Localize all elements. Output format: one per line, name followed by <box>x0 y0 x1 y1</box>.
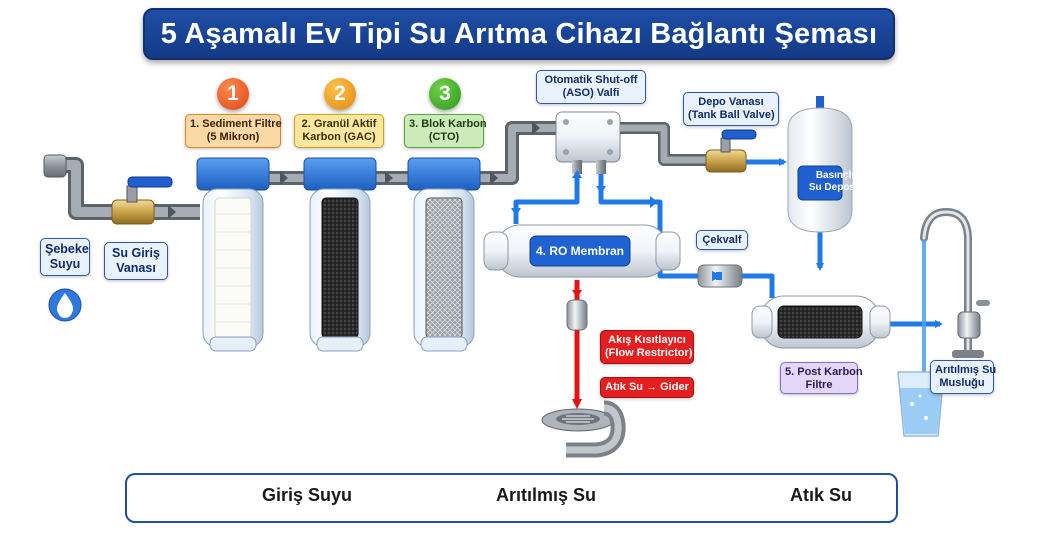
stage-2-badge: 2 <box>324 78 356 110</box>
tank-feed-pipe <box>620 122 718 166</box>
water-drop-icon <box>48 288 82 322</box>
stage-3-badge: 3 <box>429 78 461 110</box>
label-aso-valve: Otomatik Shut-off(ASO) Valfi <box>536 70 646 104</box>
label-akis-kisitlayici: Akış Kısıtlayıcı(Flow Restrictor) <box>600 330 694 364</box>
ro-membrane-icon <box>483 224 681 278</box>
pressure-tank-icon <box>787 96 853 233</box>
stage-1-label: 1. Sediment Filtre(5 Mikron) <box>185 114 282 148</box>
drain-icon <box>541 400 626 458</box>
stage-3-label: 3. Blok Karbon(CTO) <box>404 114 487 148</box>
check-valve-icon <box>697 264 743 288</box>
legend <box>125 473 898 523</box>
legend-waste-label: Atık Su <box>790 485 853 505</box>
stage-2-filter-icon <box>303 157 377 352</box>
label-cekvalf: Çekvalf <box>696 230 748 250</box>
faucet-icon <box>920 207 990 372</box>
label-atik-su-gider: Atık Su → Gider <box>600 377 694 398</box>
legend-purified-label: Arıtılmış Su <box>496 485 597 505</box>
stage-3-filter-icon <box>407 157 481 352</box>
stage-1-badge: 1 <box>217 78 249 110</box>
diagram-title: 5 Aşamalı Ev Tipi Su Arıtma Cihazı Bağla… <box>143 8 895 60</box>
aso-valve-icon <box>555 111 621 174</box>
inlet-valve-icon <box>111 176 173 225</box>
stage-1-filter-icon <box>196 157 270 352</box>
ro-membrane-label: 4. RO Membran <box>535 244 625 258</box>
legend-inlet-label: Giriş Suyu <box>262 485 353 505</box>
tank-valve-icon <box>705 129 757 173</box>
post-carbon-filter-icon <box>751 295 891 349</box>
label-depo-vanasi: Depo Vanası(Tank Ball Valve) <box>683 92 779 126</box>
waste-water-line <box>566 280 588 409</box>
